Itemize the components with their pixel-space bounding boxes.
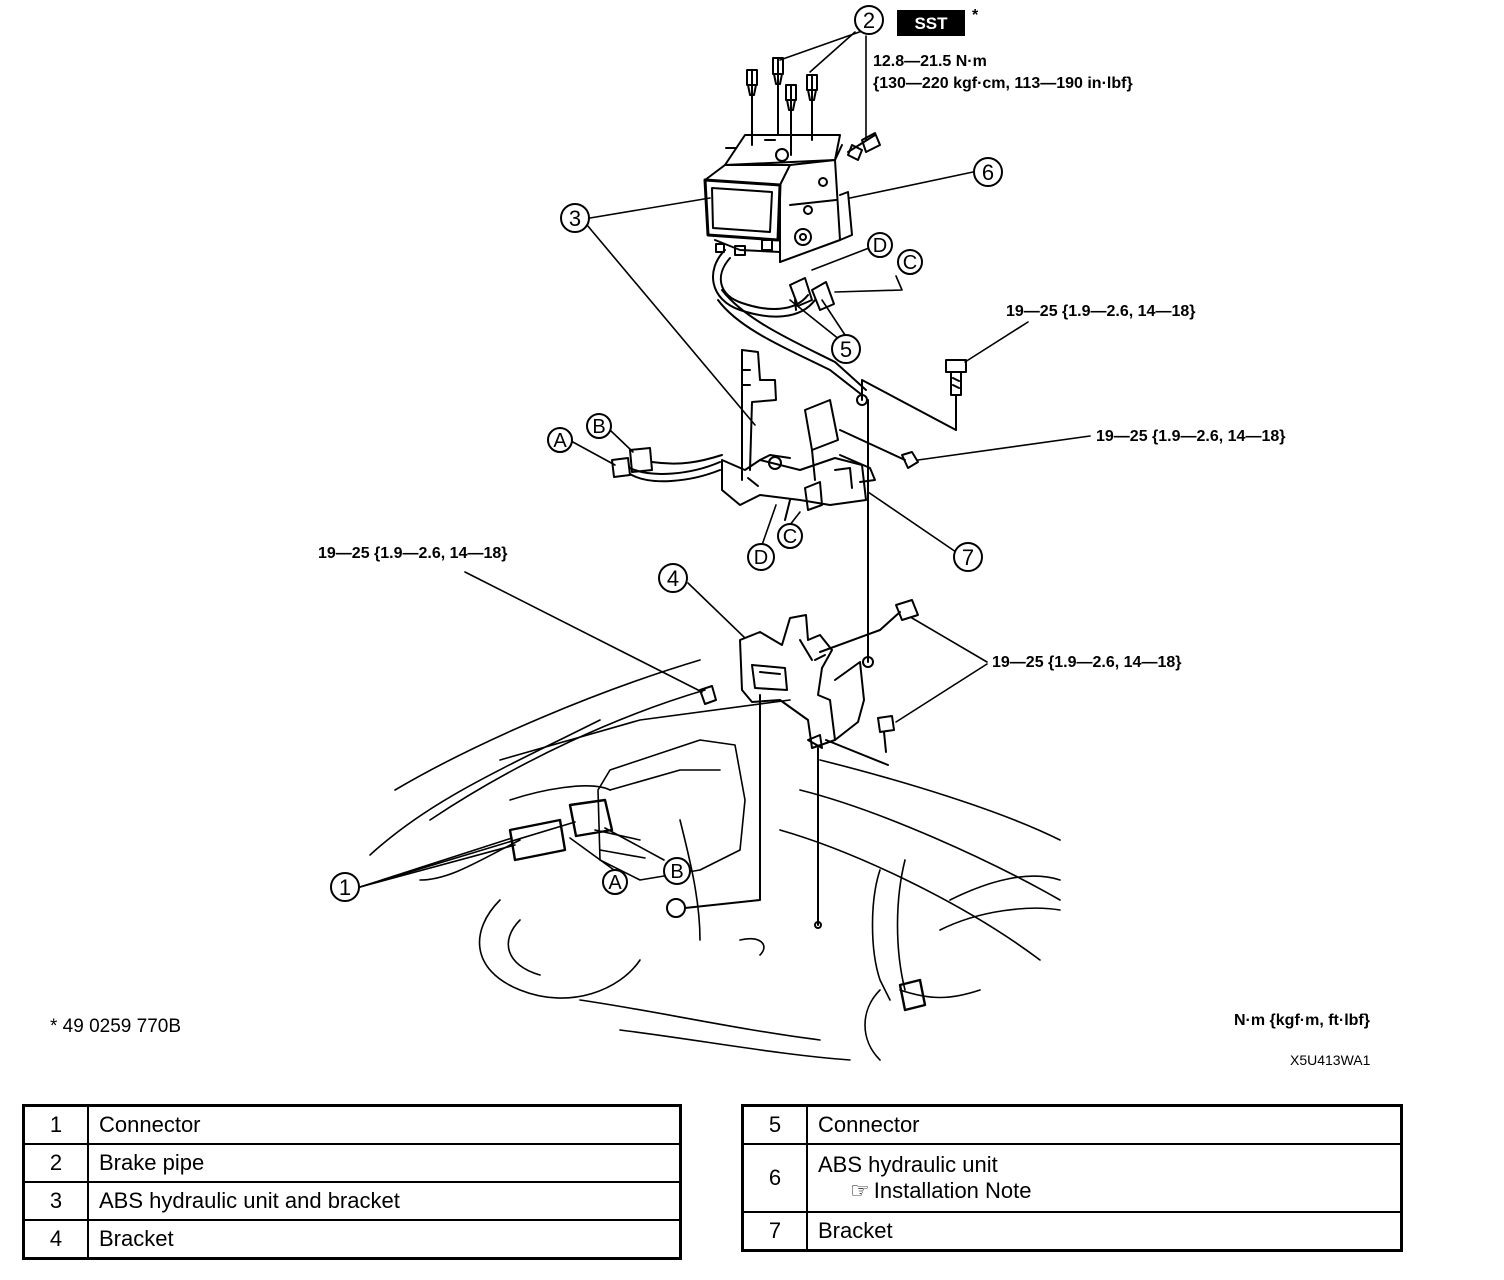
sst-badge: SST (897, 10, 965, 36)
wiring-harness-drawing (712, 249, 867, 396)
sst-footnote: * 49 0259 770B (50, 1016, 181, 1037)
parts-legend-right: 5 Connector 6 ABS hydraulic unit ☞Instal… (741, 1104, 1403, 1252)
legend-label: ABS hydraulic unit (818, 1152, 998, 1177)
legend-row: 2 Brake pipe (22, 1143, 682, 1183)
legend-label: Bracket (806, 1211, 1403, 1252)
bolt-torque-upper: 19—25 {1.9—2.6, 14—18} (1006, 303, 1195, 320)
units-note: N·m {kgf·m, ft·lbf} (1234, 1012, 1370, 1029)
svg-text:6: 6 (982, 160, 994, 185)
legend-label: Bracket (87, 1219, 682, 1260)
callout-c-upper: C (897, 249, 923, 275)
callout-7: 7 (953, 542, 983, 572)
callout-3: 3 (560, 203, 590, 233)
engine-bay-drawing (369, 659, 1061, 1061)
callout-b-lower: B (663, 857, 691, 885)
svg-text:B: B (592, 416, 605, 438)
installation-note-label: Installation Note (873, 1178, 1032, 1203)
svg-text:C: C (783, 526, 797, 548)
figure-code: X5U413WA1 (1290, 1052, 1371, 1068)
callout-c-lower: C (777, 523, 803, 549)
callout-a-lower: A (602, 869, 628, 895)
svg-text:A: A (608, 872, 622, 894)
pointing-hand-icon: ☞ (850, 1178, 870, 1203)
legend-label: Brake pipe (87, 1143, 682, 1183)
bracket-4-drawing (666, 399, 919, 929)
legend-label: Connector (806, 1104, 1403, 1145)
svg-text:1: 1 (339, 875, 351, 900)
svg-text:3: 3 (569, 206, 581, 231)
svg-text:C: C (903, 252, 917, 274)
callout-a-upper: A (547, 427, 573, 453)
legend-number: 7 (741, 1211, 808, 1252)
legend-row: 7 Bracket (741, 1211, 1403, 1252)
svg-text:B: B (670, 861, 683, 883)
legend-row: 3 ABS hydraulic unit and bracket (22, 1181, 682, 1221)
bracket-bolts-drawing (839, 359, 967, 469)
bolt-torque-lower: 19—25 {1.9—2.6, 14—18} (992, 654, 1181, 671)
callout-5: 5 (831, 334, 861, 364)
callout-2: 2 (854, 5, 884, 35)
bolt-torque-left: 19—25 {1.9—2.6, 14—18} (318, 545, 507, 562)
svg-text:7: 7 (962, 545, 974, 570)
legend-number: 6 (741, 1143, 808, 1213)
leader-lines (359, 29, 1091, 888)
legend-number: 2 (22, 1143, 89, 1183)
svg-text:D: D (754, 547, 768, 569)
svg-text:D: D (873, 235, 887, 257)
callout-1: 1 (330, 872, 360, 902)
bolt-torque-middle: 19—25 {1.9—2.6, 14—18} (1096, 428, 1285, 445)
legend-number: 3 (22, 1181, 89, 1221)
abs-exploded-diagram: SST * 12.8—21.5 N·m {130—220 kgf·cm, 113… (50, 5, 1371, 1068)
legend-number: 1 (22, 1104, 89, 1145)
brake-pipes-drawing (746, 57, 881, 161)
sst-label: SST (914, 14, 948, 33)
callout-d-lower: D (747, 543, 775, 571)
legend-label: ABS hydraulic unit and bracket (87, 1181, 682, 1221)
legend-number: 4 (22, 1219, 89, 1260)
legend-row: 4 Bracket (22, 1219, 682, 1260)
sst-asterisk: * (972, 7, 979, 24)
pipe-torque-line2: {130—220 kgf·cm, 113—190 in·lbf} (873, 75, 1133, 92)
callout-b-upper: B (586, 413, 612, 439)
callout-4: 4 (658, 563, 688, 593)
abs-hydraulic-unit-drawing (703, 134, 853, 263)
legend-row: 6 ABS hydraulic unit ☞Installation Note (741, 1143, 1403, 1213)
legend-row: 5 Connector (741, 1104, 1403, 1145)
svg-text:5: 5 (840, 337, 852, 362)
parts-legend-left: 1 Connector 2 Brake pipe 3 ABS hydraulic… (22, 1104, 682, 1260)
svg-text:4: 4 (667, 566, 679, 591)
installation-note-link[interactable]: ☞Installation Note (818, 1178, 1400, 1204)
svg-text:2: 2 (863, 8, 875, 33)
callout-d-upper: D (867, 232, 893, 258)
legend-label: Connector (87, 1104, 682, 1145)
legend-number: 5 (741, 1104, 808, 1145)
svg-text:A: A (553, 430, 567, 452)
legend-row: 1 Connector (22, 1104, 682, 1145)
callout-6: 6 (973, 157, 1003, 187)
pipe-torque-line1: 12.8—21.5 N·m (873, 53, 987, 70)
bracket-connectors-drawing (611, 447, 723, 483)
